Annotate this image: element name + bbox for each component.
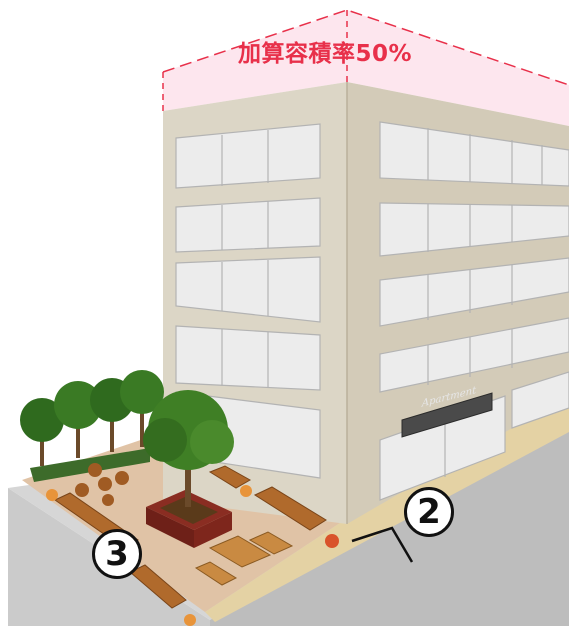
right-windows [379, 121, 569, 501]
floor-area-bonus-label: 加算容積率50% [238, 41, 413, 67]
callout-3: 3 [92, 529, 142, 579]
callout-2-leader [351, 526, 414, 563]
stools [75, 463, 129, 506]
central-tree-planter [143, 390, 234, 548]
flower-beds [46, 485, 339, 626]
signboard [401, 392, 493, 438]
picnic-tables [194, 531, 294, 586]
tree-row [20, 370, 164, 466]
bonus-volume [162, 9, 569, 126]
hedge [30, 448, 150, 482]
callout-2: 2 [404, 487, 454, 537]
